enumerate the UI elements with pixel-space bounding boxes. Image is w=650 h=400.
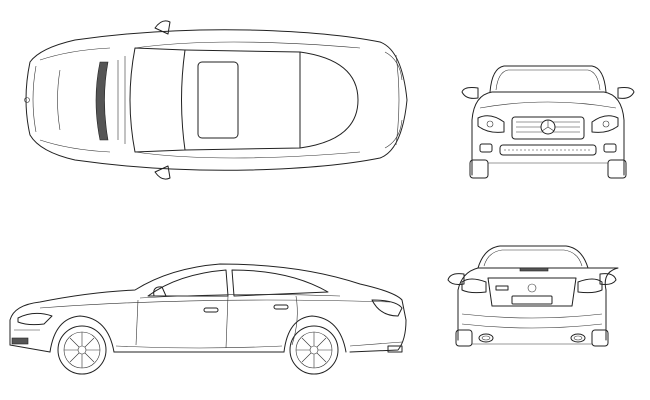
side-view [9, 263, 407, 375]
top-view [24, 20, 408, 180]
exhaust-left [478, 333, 494, 343]
mirror-left [154, 20, 171, 35]
exhaust-right [570, 333, 586, 343]
front-window [147, 269, 229, 297]
rear-wheel [289, 325, 339, 375]
mirror-right [154, 165, 171, 180]
rear-window [231, 269, 329, 297]
license-plate [511, 295, 553, 305]
front-view [461, 65, 635, 179]
sunroof [197, 61, 239, 139]
rear-star-emblem [527, 283, 537, 293]
rear-view [447, 245, 619, 347]
front-wheel [57, 325, 107, 375]
